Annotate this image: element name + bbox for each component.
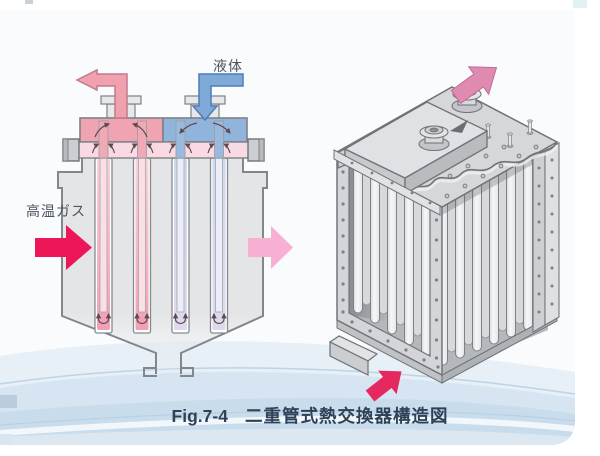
double-tube-hot-2 bbox=[132, 157, 152, 334]
cut-notch bbox=[450, 120, 468, 133]
scan-artifact bbox=[25, 0, 33, 4]
liquid-inlet-pipe-arrow-icon bbox=[191, 73, 244, 122]
figure-title: 二重管式熱交換器構造図 bbox=[244, 406, 449, 426]
gas-outlet-arrow-icon bbox=[248, 226, 293, 269]
gas-outlet-arrow-3d-icon bbox=[450, 66, 498, 105]
gas-inlet-arrow-3d-icon bbox=[365, 370, 402, 402]
scan-artifact bbox=[573, 0, 587, 8]
figure-caption: Fig.7-4 二重管式熱交換器構造図 bbox=[172, 403, 449, 428]
top-assembly bbox=[333, 86, 559, 216]
double-tube-cold-1 bbox=[171, 157, 190, 334]
hot-gas-label: 高温ガス bbox=[26, 203, 86, 219]
top-flange-band bbox=[333, 149, 441, 216]
double-tube-hot-1 bbox=[94, 157, 113, 334]
sheet-bolt-holes bbox=[444, 144, 539, 199]
top-nozzle-2 bbox=[418, 125, 450, 152]
tube-sheet-flange-right bbox=[247, 138, 265, 162]
hot-header bbox=[79, 117, 164, 143]
isometric-cutaway bbox=[328, 66, 560, 402]
figure-number: Fig.7-4 bbox=[171, 406, 228, 426]
casing-bottom-rim bbox=[336, 312, 558, 384]
double-tube-cold-2 bbox=[209, 157, 229, 334]
schematic-heat-exchanger bbox=[35, 68, 293, 377]
riser-pipes bbox=[98, 120, 224, 159]
foot-bracket bbox=[328, 335, 379, 376]
flow-arrows bbox=[91, 122, 231, 325]
cutaway-edge bbox=[404, 141, 558, 195]
hot-liquid-outlet-pipe-arrow-icon bbox=[75, 68, 128, 119]
corner-flange bbox=[532, 142, 560, 333]
hot-gas-inlet-arrow-icon bbox=[35, 225, 92, 270]
tube-sheet-flange-left bbox=[62, 138, 80, 162]
liquid-label: 液体 bbox=[213, 58, 243, 74]
frame-bolt-holes bbox=[341, 170, 440, 369]
